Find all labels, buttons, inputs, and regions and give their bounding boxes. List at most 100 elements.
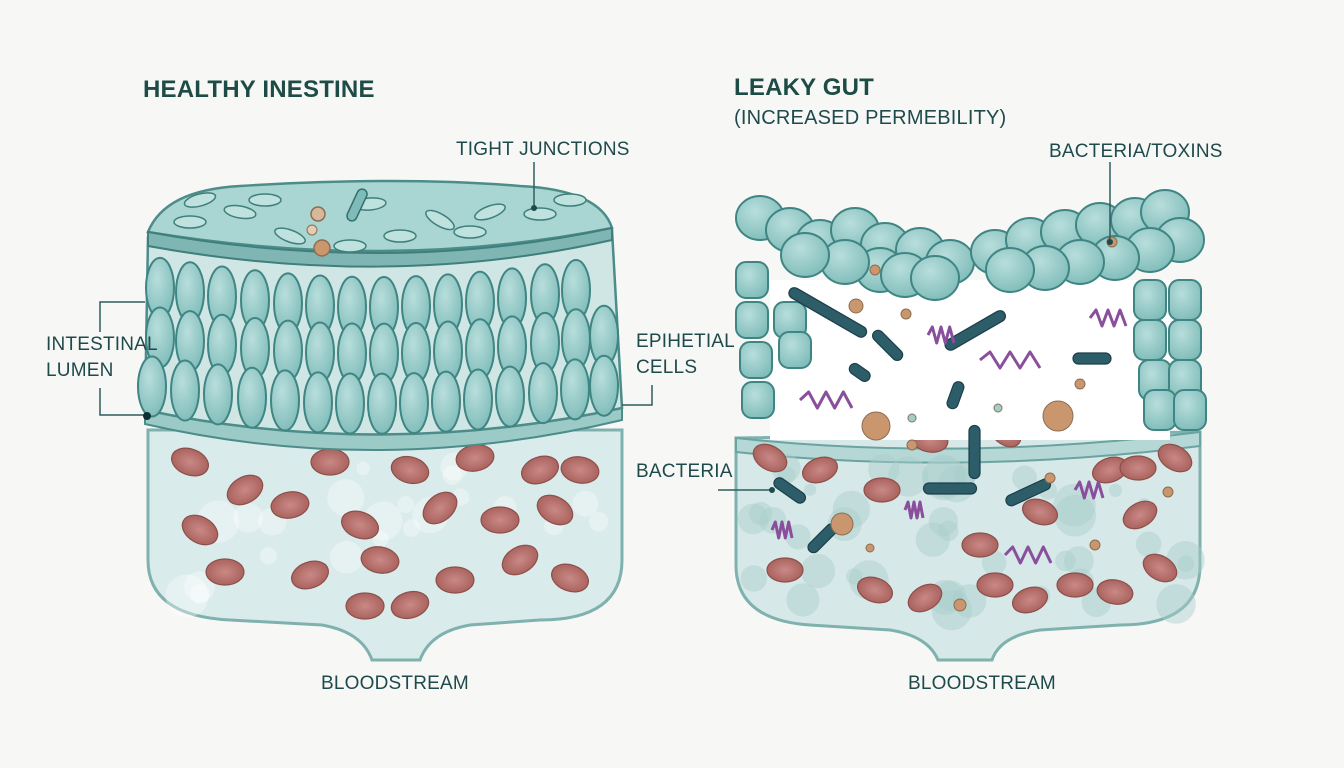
blood-bubble bbox=[1063, 546, 1094, 576]
bacteria-toxins-pointer bbox=[1107, 239, 1113, 245]
surface-organelle bbox=[425, 209, 455, 231]
blood-bubble bbox=[800, 553, 836, 589]
particle bbox=[1042, 400, 1074, 432]
blood-bubble bbox=[233, 503, 264, 533]
blood-bubble bbox=[356, 461, 370, 476]
leaky-blood-bubbles bbox=[737, 453, 1205, 631]
surface-organelle bbox=[274, 227, 306, 245]
blood-bubble bbox=[1135, 531, 1162, 557]
epithelial-cell bbox=[335, 372, 365, 435]
leaky-bacteria bbox=[773, 287, 1112, 554]
epithelial-cell bbox=[137, 355, 167, 418]
blood-bubble bbox=[846, 568, 863, 585]
red-blood-cell bbox=[1157, 443, 1193, 473]
epithelial-cell bbox=[985, 247, 1035, 293]
epithelial-cell bbox=[735, 301, 769, 339]
epithelial-cell bbox=[1168, 279, 1202, 321]
healthy-tight-junction-band bbox=[147, 226, 613, 268]
particle bbox=[1162, 486, 1174, 498]
particle bbox=[993, 403, 1003, 413]
red-blood-cell bbox=[171, 447, 209, 477]
epithelial-cell bbox=[780, 232, 830, 278]
leaky-title: LEAKY GUT bbox=[734, 74, 875, 101]
red-blood-cell bbox=[801, 456, 839, 484]
particle bbox=[907, 413, 917, 423]
blood-bubble bbox=[190, 584, 210, 604]
bacterium bbox=[946, 381, 965, 410]
blood-bubble bbox=[1177, 555, 1195, 573]
particle bbox=[861, 411, 891, 441]
red-blood-cell bbox=[766, 557, 804, 583]
surface-organelle bbox=[223, 204, 257, 220]
intestinal-lumen-label-line2: LUMEN bbox=[46, 360, 114, 381]
red-blood-cell bbox=[422, 491, 458, 525]
toxin bbox=[1003, 545, 1053, 565]
epithelial-cell bbox=[910, 255, 960, 301]
red-blood-cell bbox=[360, 546, 400, 574]
toxin bbox=[1088, 308, 1128, 328]
red-blood-cell bbox=[1122, 500, 1158, 530]
blood-bubble bbox=[868, 453, 900, 486]
red-blood-cell bbox=[1096, 579, 1134, 605]
bacterium bbox=[922, 482, 978, 495]
bacterium bbox=[872, 329, 904, 361]
particle bbox=[906, 439, 918, 451]
blood-bubble bbox=[928, 506, 959, 537]
toxin bbox=[979, 350, 1042, 370]
particle bbox=[900, 308, 912, 320]
particle bbox=[865, 543, 875, 553]
epithelial-cells-label-line2: CELLS bbox=[636, 357, 698, 378]
blood-bubble bbox=[1055, 550, 1076, 572]
red-blood-cell bbox=[205, 558, 245, 586]
blood-bubble bbox=[402, 519, 421, 537]
blood-bubble bbox=[740, 565, 767, 592]
blood-bubble bbox=[804, 483, 817, 496]
epithelial-cell bbox=[741, 381, 775, 419]
red-blood-cell bbox=[1119, 455, 1157, 481]
red-blood-cell bbox=[270, 491, 310, 519]
red-blood-cell bbox=[341, 510, 379, 540]
bacteria-pointer bbox=[769, 487, 775, 493]
surface-organelle bbox=[248, 193, 282, 207]
epithelial-cell bbox=[1168, 319, 1202, 361]
blood-bubble bbox=[588, 512, 609, 532]
leaky-gut-diagram bbox=[718, 162, 1207, 662]
tight-junctions-pointer bbox=[531, 205, 537, 211]
toxin bbox=[903, 500, 925, 520]
bacteria-label: BACTERIA bbox=[636, 461, 733, 482]
red-blood-cell bbox=[1021, 498, 1059, 526]
red-blood-cell bbox=[863, 477, 901, 503]
red-blood-cell bbox=[1142, 553, 1178, 583]
particle bbox=[1074, 378, 1086, 390]
epithelial-cell bbox=[303, 371, 333, 434]
blood-bubble bbox=[748, 501, 773, 526]
healthy-particle bbox=[310, 206, 326, 222]
blood-bubble bbox=[737, 503, 769, 535]
blood-bubble bbox=[1156, 584, 1196, 624]
toxin bbox=[926, 325, 956, 345]
epithelial-cell bbox=[739, 341, 773, 379]
particle bbox=[869, 264, 881, 276]
blood-bubble bbox=[1108, 483, 1123, 497]
blood-bubble bbox=[572, 490, 599, 517]
red-blood-cell bbox=[181, 514, 219, 546]
blood-bubble bbox=[442, 465, 462, 485]
epithelial-cell bbox=[367, 372, 397, 435]
epithelial-cell bbox=[399, 372, 429, 435]
epithelial-cell bbox=[203, 363, 233, 426]
surface-organelle bbox=[183, 192, 217, 208]
healthy-particle bbox=[306, 224, 318, 236]
bacterium bbox=[848, 362, 871, 382]
epithelial-cell bbox=[560, 358, 590, 421]
red-blood-cell bbox=[310, 448, 350, 476]
epithelial-cell bbox=[431, 370, 461, 433]
tight-junctions-label: TIGHT JUNCTIONS bbox=[456, 139, 630, 160]
epithelial-cell bbox=[778, 331, 812, 369]
healthy-particle bbox=[313, 239, 331, 257]
red-blood-cell bbox=[1056, 572, 1094, 598]
particle bbox=[1089, 539, 1101, 551]
blood-bubble bbox=[372, 531, 389, 547]
toxin bbox=[1073, 480, 1105, 500]
red-blood-cell bbox=[390, 590, 430, 620]
